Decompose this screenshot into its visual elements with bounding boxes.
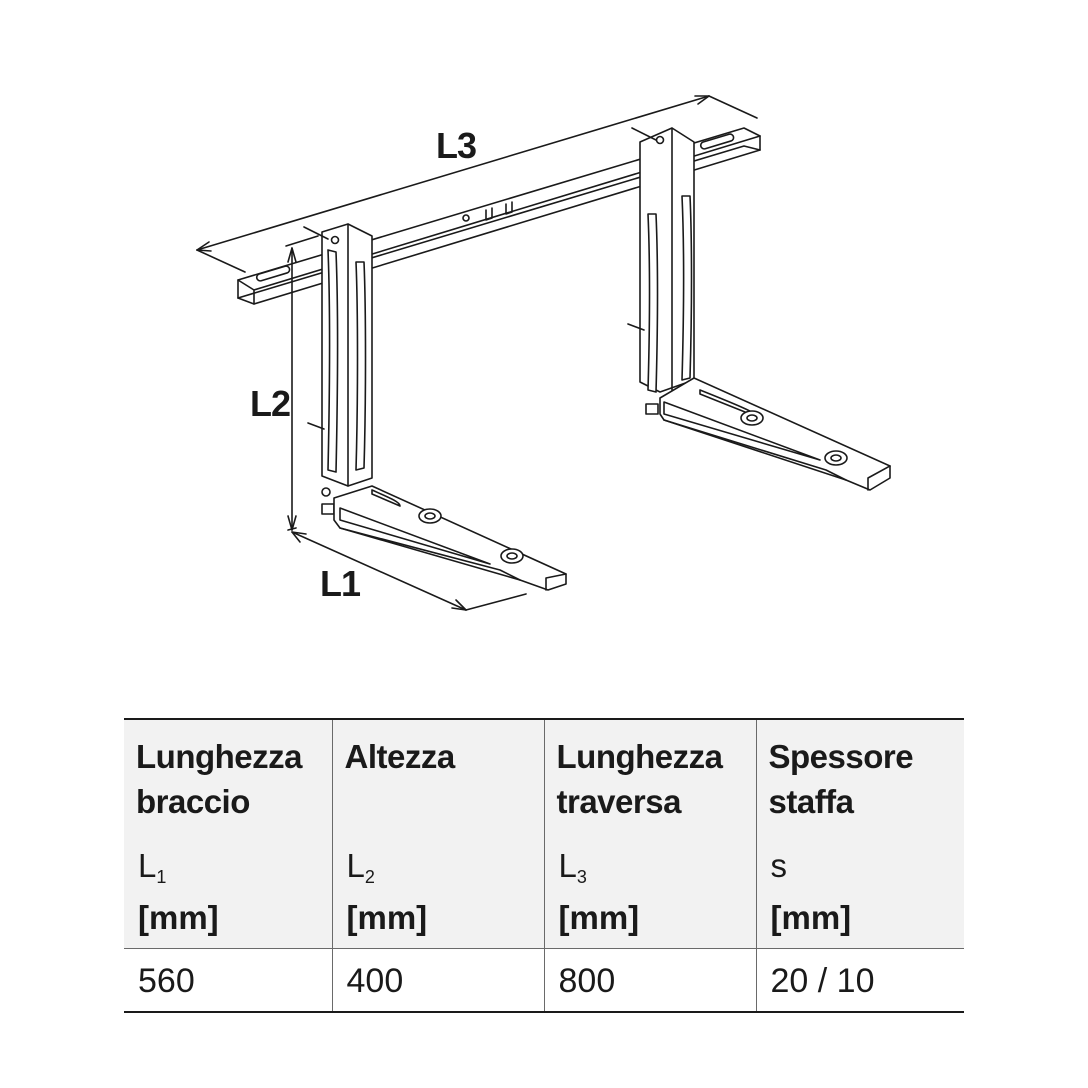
header-title-line1: Lunghezza — [556, 738, 724, 775]
header-symbol: L1 — [138, 847, 167, 887]
spec-table: Lunghezza braccio L1 [mm] Altezza L2 [mm]… — [124, 718, 964, 1013]
header-arm-length: Lunghezza braccio L1 [mm] — [124, 719, 333, 949]
bracket-diagram: L3 L2 L1 — [196, 95, 891, 611]
header-unit: [mm] — [558, 899, 640, 936]
label-l3: L3 — [436, 125, 476, 166]
header-unit: [mm] — [138, 899, 219, 936]
header-title-line2: staffa — [768, 783, 855, 820]
label-l1: L1 — [320, 563, 361, 604]
header-symbol: s — [770, 847, 788, 884]
dimension-l1 — [291, 531, 527, 611]
cell-height: 400 — [332, 948, 545, 1013]
header-title-line1: Altezza — [344, 738, 456, 775]
right-bracket — [627, 127, 891, 491]
header-thickness: Spessore staffa s [mm] — [756, 719, 964, 949]
dimension-l3 — [196, 95, 758, 273]
header-title-line2: braccio — [136, 783, 250, 820]
header-title-line1: Lunghezza — [136, 738, 303, 775]
cell-thickness: 20 / 10 — [756, 948, 964, 1013]
header-title-line2: traversa — [556, 783, 682, 820]
dimension-l2 — [285, 235, 319, 531]
header-rail-length: Lunghezza traversa L3 [mm] — [544, 719, 757, 949]
left-bracket — [303, 223, 567, 591]
header-unit: [mm] — [770, 899, 852, 936]
header-height: Altezza L2 [mm] — [332, 719, 545, 949]
header-title-line1: Spessore — [768, 738, 914, 775]
header-row: Lunghezza braccio L1 [mm] Altezza L2 [mm]… — [124, 719, 964, 949]
header-symbol: L3 — [558, 847, 587, 887]
label-l2: L2 — [250, 383, 290, 424]
cell-rail-length: 800 — [544, 948, 757, 1013]
header-unit: [mm] — [346, 899, 428, 936]
header-symbol: L2 — [346, 847, 375, 887]
table-row: 560 400 800 20 / 10 — [124, 948, 964, 1013]
cell-arm-length: 560 — [124, 948, 333, 1013]
